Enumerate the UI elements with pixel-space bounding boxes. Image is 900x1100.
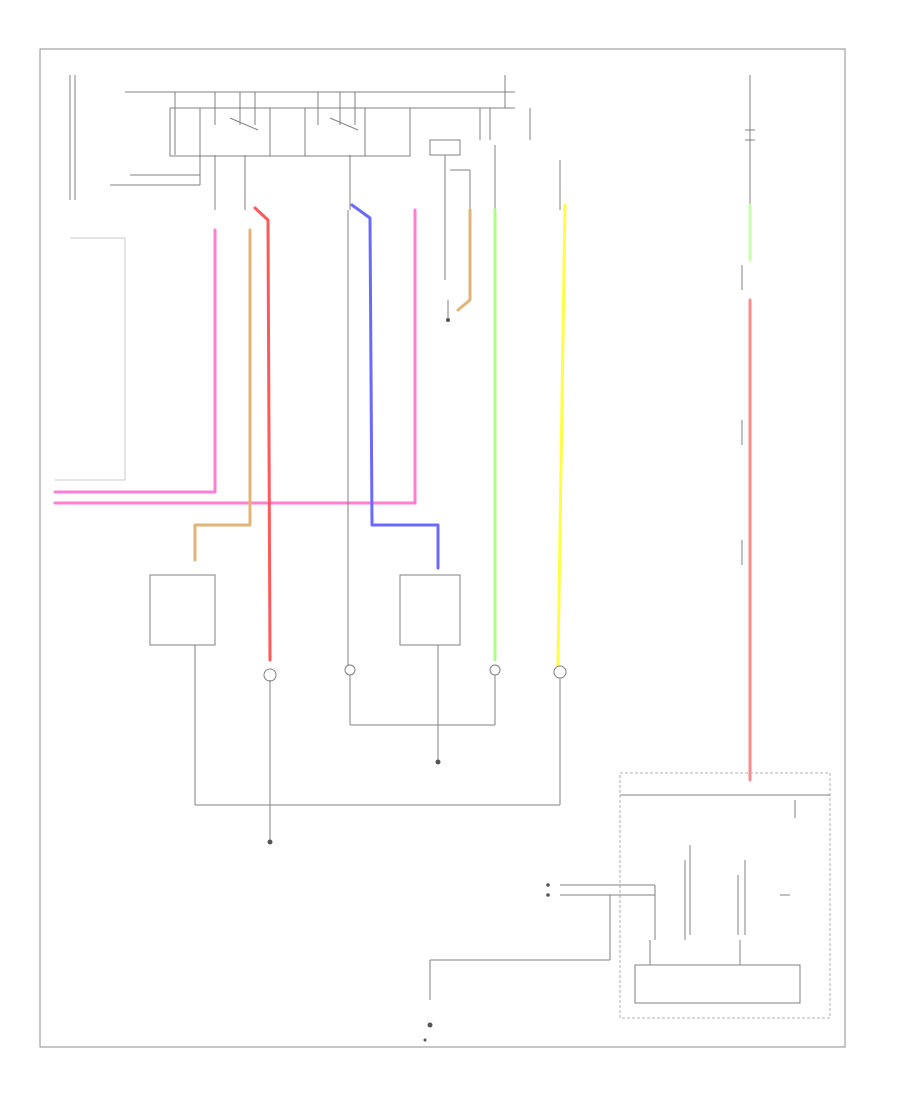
diagram-frame bbox=[39, 48, 846, 1048]
relay-block bbox=[69, 75, 755, 280]
ground-wiring bbox=[194, 645, 561, 840]
wire-pink-2 bbox=[53, 208, 417, 505]
connector-dot-1 bbox=[546, 883, 550, 887]
wire-blue bbox=[350, 203, 440, 570]
ground-point-center bbox=[435, 759, 441, 765]
ground-center-top bbox=[446, 300, 450, 322]
module-internals bbox=[429, 794, 830, 1004]
wire-pink-1 bbox=[53, 228, 217, 494]
actuator-right bbox=[399, 574, 461, 646]
connector-dot-2 bbox=[546, 893, 550, 897]
wire-tan bbox=[193, 228, 252, 562]
lamp-connectors bbox=[263, 664, 567, 682]
wire-grey-left bbox=[55, 237, 126, 481]
ground-point-bottom-2 bbox=[423, 1038, 427, 1042]
wire-red bbox=[253, 206, 272, 662]
actuator-left bbox=[149, 574, 216, 646]
wire-yellow bbox=[556, 203, 567, 667]
wire-tan-center bbox=[456, 208, 472, 312]
ground-point-bottom bbox=[427, 1022, 433, 1028]
ground-point-left bbox=[267, 839, 273, 845]
